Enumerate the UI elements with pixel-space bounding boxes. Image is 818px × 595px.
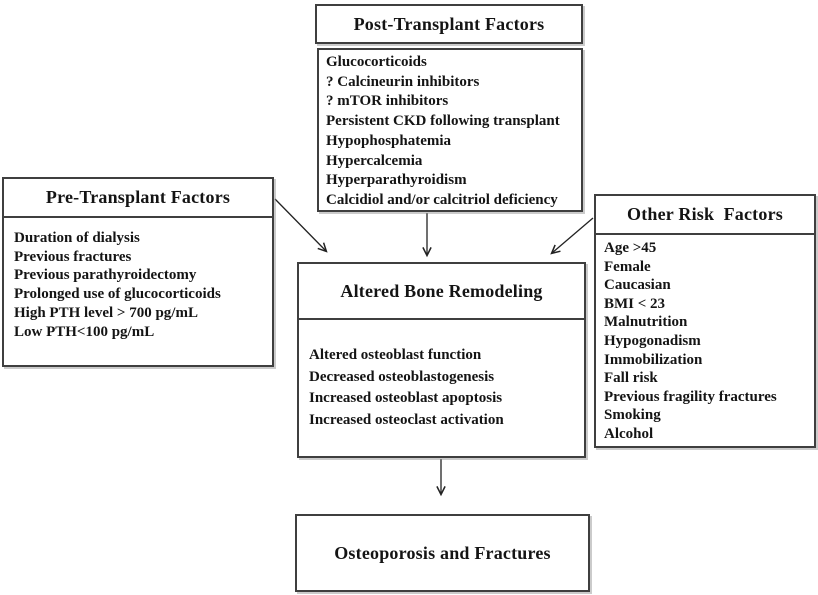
list-item: ? Calcineurin inhibitors: [326, 73, 480, 90]
list-item: Previous fractures: [14, 248, 132, 265]
list-item: Age >45: [604, 240, 657, 256]
list-item: Hypophosphatemia: [326, 132, 452, 149]
list-item: Duration of dialysis: [14, 230, 140, 246]
pre-transplant-factors-box: Pre-Transplant Factors Duration of dialy…: [2, 177, 274, 367]
altered-bone-remodeling-list: Altered osteoblast function Decreased os…: [299, 320, 584, 431]
list-item: Altered osteoblast function: [309, 347, 482, 363]
list-item: ? mTOR inhibitors: [326, 93, 449, 110]
post-transplant-factors-title-box: Post-Transplant Factors: [315, 4, 583, 44]
list-item: Previous fragility fractures: [604, 388, 777, 405]
list-item: Fall risk: [604, 370, 658, 387]
list-item: Caucasian: [604, 277, 671, 294]
list-item: Persistent CKD following transplant: [326, 113, 560, 130]
list-item: Increased osteoblast apoptosis: [309, 390, 503, 407]
list-item: Previous parathyroidectomy: [14, 267, 197, 284]
list-item: Malnutrition: [604, 314, 688, 331]
list-item: High PTH level > 700 pg/mL: [14, 304, 198, 321]
list-item: Immobilization: [604, 351, 703, 368]
post-transplant-factors-list-box: Glucocorticoids ? Calcineurin inhibitors…: [317, 48, 583, 212]
arrow-other-to-remodeling: [550, 217, 594, 255]
osteoporosis-and-fractures-title: Osteoporosis and Fractures: [334, 542, 551, 563]
pre-transplant-factors-title-section: Pre-Transplant Factors: [4, 179, 272, 218]
list-item: Smoking: [604, 407, 661, 424]
list-item: Increased osteoclast activation: [309, 411, 504, 428]
list-item: Prolonged use of glucocorticoids: [14, 286, 221, 303]
list-item: Low PTH<100 pg/mL: [14, 323, 155, 340]
list-item: Hypogonadism: [604, 332, 701, 349]
list-item: Glucocorticoids: [326, 54, 427, 70]
list-item: BMI < 23: [604, 295, 666, 312]
list-item: Female: [604, 258, 651, 275]
altered-bone-remodeling-box: Altered Bone Remodeling Altered osteobla…: [297, 262, 586, 458]
pre-transplant-factors-list: Duration of dialysis Previous fractures …: [4, 218, 272, 341]
list-item: Decreased osteoblastogenesis: [309, 368, 495, 385]
list-item: Alcohol: [604, 425, 654, 442]
altered-bone-remodeling-title-section: Altered Bone Remodeling: [299, 264, 584, 320]
osteoporosis-and-fractures-box: Osteoporosis and Fractures: [295, 514, 590, 592]
pre-transplant-factors-title: Pre-Transplant Factors: [45, 187, 231, 207]
post-transplant-factors-title: Post-Transplant Factors: [353, 13, 545, 34]
list-item: Hyperparathyroidism: [326, 172, 467, 189]
other-risk-factors-list: Age >45 Female Caucasian BMI < 23 Malnut…: [596, 235, 814, 444]
other-risk-factors-title: Other Risk Factors: [627, 204, 783, 224]
altered-bone-remodeling-title: Altered Bone Remodeling: [340, 280, 543, 301]
other-risk-factors-box: Other Risk Factors Age >45 Female Caucas…: [594, 194, 816, 448]
list-item: Calcidiol and/or calcitriol deficiency: [326, 191, 558, 208]
list-item: Hypercalcemia: [326, 152, 423, 169]
other-risk-factors-title-section: Other Risk Factors: [596, 196, 814, 235]
